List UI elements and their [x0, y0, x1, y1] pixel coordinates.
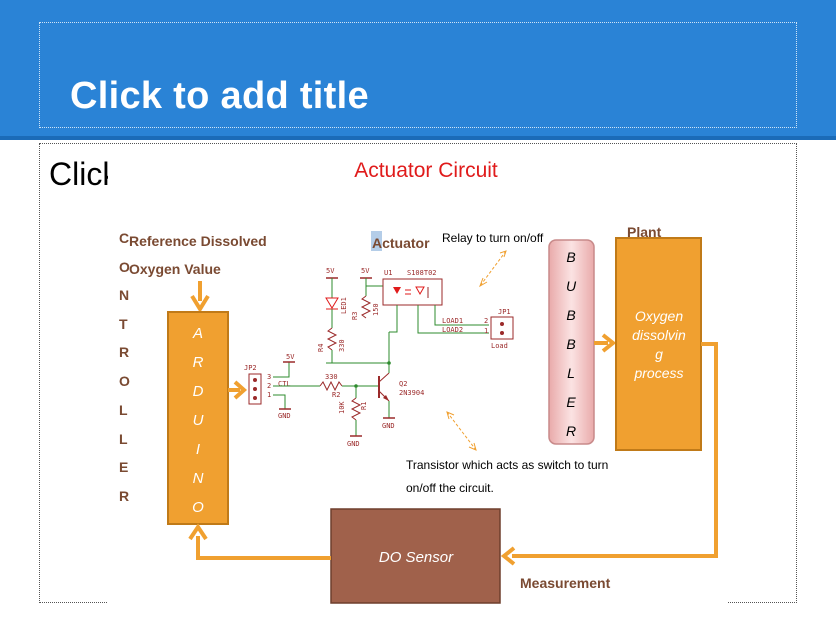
arduino-output-arrow-head — [233, 380, 248, 400]
transistor-note-line2: on/off the circuit. — [406, 481, 494, 495]
svg-text:330: 330 — [338, 339, 346, 352]
relay-note-pointer — [479, 250, 507, 288]
bubbler-output-arrow-head — [601, 333, 617, 353]
controller-letter: O — [119, 373, 130, 389]
svg-text:150: 150 — [372, 303, 380, 316]
svg-text:3: 3 — [267, 373, 271, 381]
controller-letter: R — [119, 344, 129, 360]
bubbler-label: B U B B L E R — [566, 249, 577, 439]
schematic: JP2 3 2 1 CTL 5V GND 330 R2 GND 10K R1 — [244, 267, 514, 448]
reference-label-line2: Oxygen Value — [129, 261, 221, 277]
arduino-box[interactable] — [167, 311, 229, 525]
svg-text:5V: 5V — [326, 267, 335, 275]
controller-letter: N — [119, 287, 129, 303]
bubbler-letter: L — [567, 365, 575, 381]
svg-text:process: process — [633, 365, 683, 381]
svg-text:LOAD1: LOAD1 — [442, 317, 463, 325]
svg-text:2N3904: 2N3904 — [399, 389, 424, 397]
controller-letter: T — [119, 316, 128, 332]
bubbler-letter: U — [566, 278, 577, 294]
controller-letter: R — [119, 488, 129, 504]
reference-arrow-head — [190, 294, 210, 313]
arduino-letter: A — [192, 325, 203, 342]
arduino-letter: R — [193, 354, 204, 371]
bubbler-letter: E — [566, 394, 576, 410]
plant-label: Plant — [627, 224, 662, 240]
svg-text:LED1: LED1 — [340, 297, 348, 314]
schematic-jp2: JP2 — [244, 364, 257, 372]
controller-letter: L — [119, 431, 128, 447]
title-placeholder[interactable]: Click to add title — [39, 22, 797, 128]
svg-text:10K: 10K — [338, 401, 346, 414]
do-sensor-box[interactable] — [330, 508, 501, 604]
arduino-letter: U — [193, 412, 204, 429]
controller-letter: O — [119, 259, 130, 275]
actuator-label: Actuator — [372, 235, 430, 251]
svg-text:Load: Load — [491, 342, 508, 350]
svg-text:S108T02: S108T02 — [407, 269, 437, 277]
svg-text:5V: 5V — [286, 353, 295, 361]
svg-text:Oxygen: Oxygen — [635, 308, 683, 324]
transistor-note-line1: Transistor which acts as switch to turn — [406, 458, 608, 472]
svg-text:dissolvin: dissolvin — [632, 327, 686, 343]
svg-text:R2: R2 — [332, 391, 340, 399]
sensor-feedback-arrow-head — [188, 523, 208, 541]
svg-text:R1: R1 — [360, 402, 368, 410]
svg-text:GND: GND — [278, 412, 291, 420]
measurement-path — [512, 342, 718, 558]
do-sensor-label: DO Sensor — [379, 549, 454, 566]
svg-text:330: 330 — [325, 373, 338, 381]
svg-text:GND: GND — [382, 422, 395, 430]
arduino-letter: O — [192, 499, 204, 516]
svg-text:R4: R4 — [317, 344, 325, 352]
arduino-label: A R D U I N O — [192, 325, 204, 516]
plant-box[interactable] — [615, 237, 702, 451]
bubbler-letter: R — [566, 423, 576, 439]
svg-text:5V: 5V — [361, 267, 370, 275]
controller-label: C O N T R O L L E R — [119, 230, 130, 504]
diagram-canvas: Actuator Circuit C O N T R O L L E R Ref… — [119, 159, 718, 604]
actuator-highlight — [371, 231, 382, 251]
title-placeholder-text[interactable]: Click to add title — [70, 75, 369, 117]
svg-text:JP1: JP1 — [498, 308, 511, 316]
relay-note: Relay to turn on/off — [442, 231, 544, 245]
bubbler-letter: B — [566, 307, 575, 323]
slide-title-bar — [0, 0, 836, 140]
svg-text:1: 1 — [267, 391, 271, 399]
svg-text:R3: R3 — [351, 312, 359, 320]
measurement-label: Measurement — [520, 575, 611, 591]
svg-text:CTL: CTL — [278, 380, 291, 388]
reference-label-line1: Reference Dissolved — [129, 233, 267, 249]
svg-text:2: 2 — [484, 317, 488, 325]
svg-text:GND: GND — [347, 440, 360, 448]
transistor-note-pointer — [446, 411, 477, 451]
svg-text:1: 1 — [484, 327, 488, 335]
svg-text:LOAD2: LOAD2 — [442, 326, 463, 334]
arduino-letter: N — [193, 470, 204, 487]
diagram-title: Actuator Circuit — [354, 159, 498, 182]
controller-letter: C — [119, 230, 129, 246]
svg-text:U1: U1 — [384, 269, 392, 277]
bubbler-letter: B — [566, 249, 575, 265]
svg-text:g: g — [655, 346, 663, 362]
plant-box-text: Oxygen dissolvin g process — [632, 308, 686, 381]
arduino-letter: I — [196, 441, 200, 458]
svg-text:2: 2 — [267, 382, 271, 390]
svg-text:Q2: Q2 — [399, 380, 407, 388]
measurement-arrow-head — [500, 546, 516, 566]
arduino-letter: D — [193, 383, 204, 400]
sensor-feedback-path — [196, 536, 331, 560]
controller-letter: E — [119, 459, 128, 475]
actuator-circuit-diagram[interactable]: Actuator Circuit C O N T R O L L E R Ref… — [108, 146, 728, 606]
bubbler-letter: B — [566, 336, 575, 352]
controller-letter: L — [119, 402, 128, 418]
